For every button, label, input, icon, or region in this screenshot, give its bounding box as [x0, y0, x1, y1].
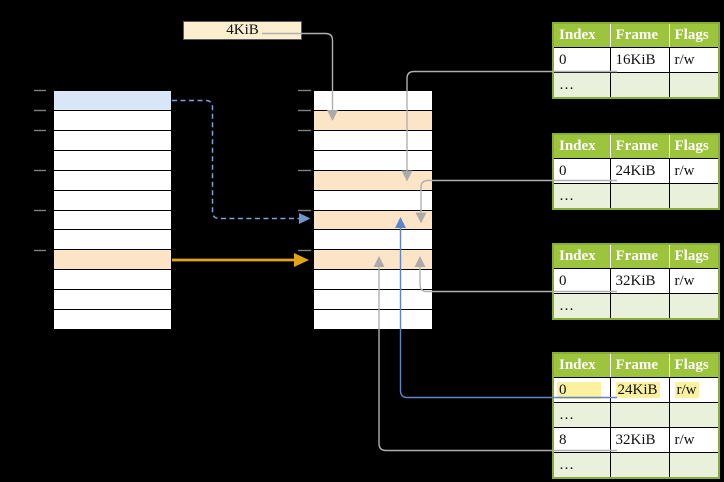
col-header-flags: Flags — [668, 244, 719, 269]
dashed-blue-arrowhead — [299, 213, 311, 224]
memory-cell-plain — [54, 270, 171, 291]
highlighted-value: 24KiB — [615, 381, 660, 398]
memory-cell-plain — [54, 130, 171, 151]
col-header-index: Index — [553, 353, 610, 378]
memory-cell-highlighted — [54, 250, 171, 271]
page-size-label: 4KiB — [183, 21, 302, 40]
cell-flags: r/w — [668, 377, 720, 403]
cell-frame — [609, 183, 670, 210]
cell-frame — [609, 293, 670, 320]
cell-frame: 32KiB — [609, 268, 670, 294]
cell-index: … — [552, 452, 611, 479]
cell-index: 0 — [552, 268, 611, 294]
cell-frame — [609, 72, 670, 99]
memory-cell-plain — [314, 130, 432, 151]
col-header-frame: Frame — [609, 134, 669, 159]
table-row: … — [552, 452, 720, 479]
col-header-frame: Frame — [609, 23, 669, 48]
memory-cell-plain — [314, 290, 432, 311]
cell-frame: 16KiB — [609, 47, 670, 73]
memory-cell-plain — [54, 290, 171, 311]
col-header-index: Index — [553, 23, 610, 48]
cell-index: … — [552, 402, 611, 428]
table-row: 0 16KiB r/w — [552, 47, 720, 73]
memory-cell-plain — [314, 190, 432, 211]
table-row: … — [552, 293, 720, 320]
virtual-memory-column — [53, 90, 172, 330]
cell-index: 8 — [552, 427, 611, 453]
cell-frame: 24KiB — [609, 158, 670, 184]
cell-index: … — [552, 293, 611, 320]
cell-index: 0 — [552, 377, 611, 403]
cell-flags: r/w — [668, 268, 720, 294]
cell-flags: r/w — [668, 158, 720, 184]
physical-memory-column — [313, 90, 433, 330]
cell-index: … — [552, 183, 611, 210]
table-row: 0 24KiB r/w — [552, 158, 720, 184]
table-row: 0 32KiB r/w — [552, 268, 720, 294]
cell-flags — [668, 293, 720, 320]
table-header-row: Index Frame Flags — [553, 353, 719, 378]
memory-cell-plain — [314, 310, 432, 330]
highlighted-value: r/w — [674, 381, 699, 398]
memory-cell-plain — [54, 230, 171, 251]
orange-arrowhead — [294, 253, 309, 267]
cell-frame — [609, 402, 670, 428]
table-header-row: Index Frame Flags — [553, 23, 719, 48]
memory-cell-plain — [54, 210, 171, 231]
col-header-frame: Frame — [609, 244, 669, 269]
col-header-flags: Flags — [668, 23, 719, 48]
table-header-row: Index Frame Flags — [553, 244, 719, 269]
memory-cell-plain — [54, 170, 171, 191]
memory-cell-plain — [314, 230, 432, 251]
cell-flags — [668, 72, 720, 99]
memory-cell-plain — [314, 150, 432, 171]
table-header-row: Index Frame Flags — [553, 134, 719, 159]
table-row: … — [552, 72, 720, 99]
cell-flags — [668, 183, 720, 210]
memory-cell-plain — [54, 110, 171, 131]
memory-cell-plain — [314, 270, 432, 291]
memory-cell-highlighted — [314, 110, 432, 131]
cell-flags — [668, 452, 720, 479]
memory-cell-plain — [54, 150, 171, 171]
col-header-index: Index — [553, 244, 610, 269]
highlighted-value: 0 — [557, 381, 601, 399]
memory-cell-plain — [54, 310, 171, 330]
cell-flags: r/w — [668, 427, 720, 453]
cell-flags — [668, 402, 720, 428]
cell-frame: 24KiB — [609, 377, 670, 403]
arrow-virtual-page-dashed — [172, 99, 299, 220]
page-table-3: Index Frame Flags 0 32KiB r/w … — [552, 243, 720, 320]
memory-cell-plain — [54, 190, 171, 211]
col-header-flags: Flags — [668, 353, 719, 378]
memory-cell-highlighted — [314, 170, 432, 191]
cell-index: 0 — [552, 47, 611, 73]
table-row: … — [552, 183, 720, 210]
memory-cell-highlighted — [314, 250, 432, 271]
table-row: 8 32KiB r/w — [552, 427, 720, 453]
cell-frame: 32KiB — [609, 427, 670, 453]
memory-cell-highlighted — [314, 210, 432, 231]
cell-index: 0 — [552, 158, 611, 184]
memory-cell-selected — [54, 91, 171, 111]
memory-cell-plain — [314, 91, 432, 111]
page-table-2: Index Frame Flags 0 24KiB r/w … — [552, 133, 720, 210]
page-table-4: Index Frame Flags 0 24KiB r/w … 8 32KiB … — [552, 352, 720, 479]
col-header-flags: Flags — [668, 134, 719, 159]
table-row: … — [552, 402, 720, 428]
table-row-highlighted: 0 24KiB r/w — [552, 377, 720, 403]
page-table-1: Index Frame Flags 0 16KiB r/w … — [552, 22, 720, 99]
cell-index: … — [552, 72, 611, 99]
col-header-index: Index — [553, 134, 610, 159]
col-header-frame: Frame — [609, 353, 669, 378]
cell-flags: r/w — [668, 47, 720, 73]
cell-frame — [609, 452, 670, 479]
